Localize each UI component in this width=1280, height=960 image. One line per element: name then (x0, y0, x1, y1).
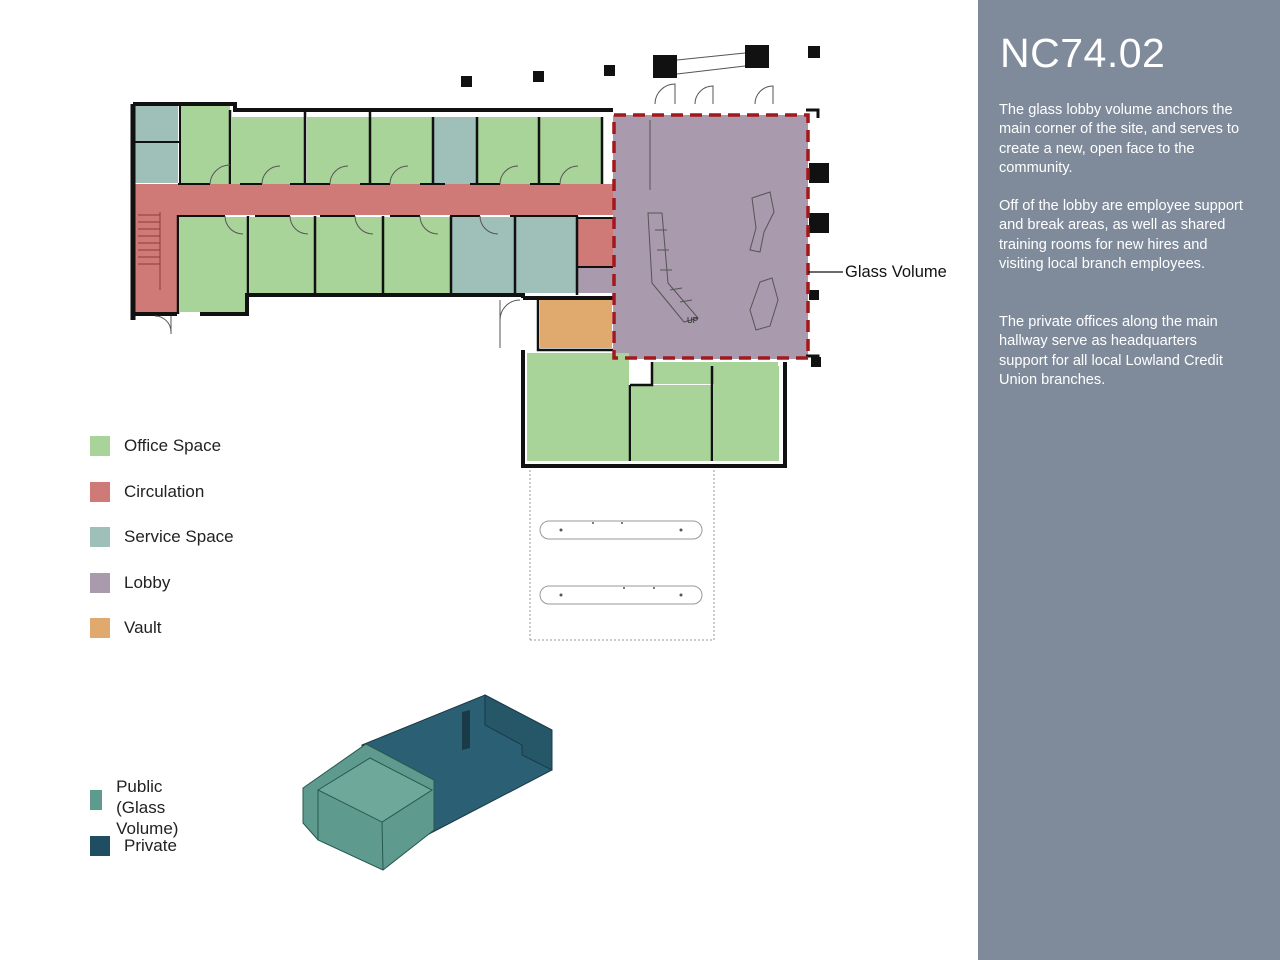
room-service (578, 268, 613, 293)
room-office (384, 217, 450, 293)
walls (130, 102, 820, 468)
glass-volume-boundary (612, 113, 810, 360)
corridor (135, 184, 613, 215)
legend-label: Service Space (124, 527, 234, 546)
south-wing (527, 353, 779, 461)
office-wing (131, 103, 613, 317)
room-office (180, 106, 230, 184)
room-office (232, 117, 305, 184)
exterior-columns (461, 45, 820, 87)
lobby-side-columns (809, 163, 829, 367)
room-office (180, 217, 247, 312)
legend-swatch (90, 436, 110, 456)
description-sidebar: NC74.02 The glass lobby volume anchors t… (978, 0, 1280, 960)
legend-label: Vault (124, 618, 162, 637)
door-swings (154, 83, 774, 348)
legend-label: Office Space (124, 436, 222, 455)
legend-swatch (90, 573, 110, 593)
room-service-restroom (452, 217, 514, 293)
drive-through-kiosks (559, 522, 683, 597)
description-paragraph: The glass lobby volume anchors the main … (999, 102, 1240, 177)
legend-swatch (90, 836, 110, 856)
massing-axonometric (302, 694, 553, 871)
room-service (434, 117, 476, 184)
vault-room (540, 298, 612, 348)
canopy-outline (676, 52, 746, 75)
legend-swatch (90, 527, 110, 547)
description-paragraph: Off of the lobby are employee support an… (999, 198, 1243, 273)
legend-item-public: Public (Glass Volume) (90, 776, 186, 839)
room-office (316, 217, 382, 293)
corridor-stub (578, 218, 613, 267)
drive-through-outline (529, 470, 715, 641)
room-service (133, 143, 178, 183)
legend-label: Private (124, 836, 177, 855)
room-office (527, 353, 629, 461)
stair-treads (138, 212, 161, 290)
project-title: NC74.02 (1000, 30, 1166, 76)
legend-swatch (90, 482, 110, 502)
legend-item-lobby: Lobby (90, 573, 170, 593)
legend-label: Public (Glass Volume) (116, 777, 179, 838)
room-office (540, 117, 601, 184)
description-paragraph: The private offices along the main hallw… (999, 314, 1223, 389)
legend-swatch (90, 790, 103, 810)
legend-item-service: Service Space (90, 527, 234, 547)
legend-label: Lobby (124, 573, 171, 592)
lobby-space (613, 115, 808, 359)
legend-item-private: Private (90, 836, 177, 856)
room-office (632, 385, 711, 461)
legend-item-vault: Vault (90, 618, 162, 638)
stair-up-tag: UP (687, 316, 698, 325)
room-office (250, 217, 314, 293)
room-service-restroom (516, 217, 576, 293)
legend-label: Circulation (124, 482, 205, 501)
lobby-interior (647, 120, 779, 331)
room-service (133, 106, 178, 142)
room-office (478, 117, 538, 184)
floor-plan-drawing: UP (130, 45, 843, 871)
legend-item-office: Office Space (90, 436, 221, 456)
legend-swatch (90, 618, 110, 638)
room-office (371, 117, 432, 184)
room-office (307, 117, 369, 184)
legend-item-circulation: Circulation (90, 482, 204, 502)
glass-volume-callout: Glass Volume (845, 263, 947, 281)
stair-circulation (135, 184, 178, 312)
